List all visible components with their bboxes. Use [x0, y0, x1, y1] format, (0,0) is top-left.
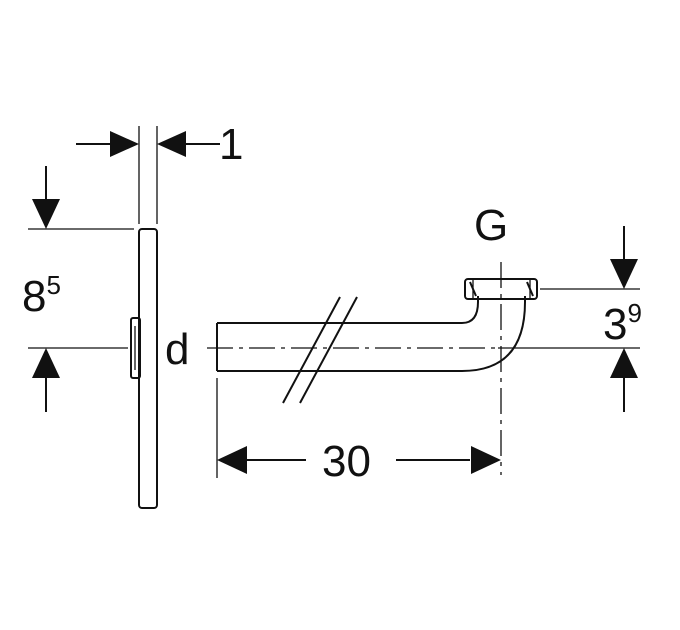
height-base: 8	[22, 272, 46, 321]
thickness-label: 1	[219, 120, 243, 169]
thread-label: G	[474, 201, 508, 250]
offset-dimension	[498, 226, 640, 412]
thickness-dimension	[76, 126, 220, 224]
height-dimension	[28, 166, 134, 412]
pipe-break-marks	[276, 296, 358, 404]
length-dimension	[216, 378, 501, 478]
pipe-diameter-label: d	[165, 325, 189, 374]
offset-label: 39	[603, 298, 642, 349]
offset-superscript: 9	[627, 298, 641, 328]
offset-base: 3	[603, 300, 627, 349]
height-superscript: 5	[46, 270, 60, 300]
height-label: 85	[22, 270, 61, 321]
wall-plate	[130, 228, 158, 509]
length-label: 30	[322, 437, 371, 486]
pipe-elbow	[216, 278, 538, 372]
